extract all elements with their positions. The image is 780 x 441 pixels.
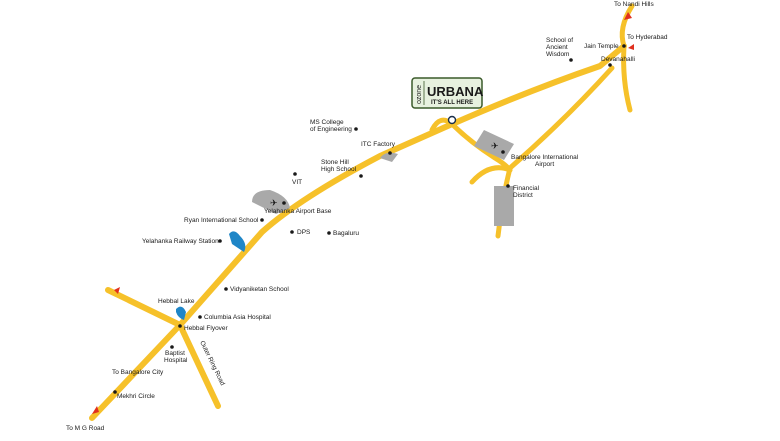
marker-jain-temple [622, 44, 626, 48]
hebbal-lake [176, 306, 186, 320]
arrow-nandi-icon [624, 12, 632, 20]
airport-plane-icon: ✈ [491, 142, 499, 152]
nandi-hills-road [619, 3, 635, 49]
label-yelahanka-base: Yelahanka Airport Base [264, 208, 332, 215]
yelahanka-lake [229, 231, 246, 252]
label-yelahanka-station: Yelahanka Railway Station [142, 238, 219, 245]
urbana-logo: ozone URBANA IT'S ALL HERE [411, 77, 484, 109]
marker-financial [506, 184, 510, 188]
label-jain-temple: Jain Temple [584, 43, 619, 50]
marker-baptist [170, 345, 174, 349]
label-bangalore-city: To Bangalore City [112, 369, 164, 376]
marker-dps [290, 230, 294, 234]
arrow-mgroad-icon [92, 406, 99, 414]
label-hebbal-lake: Hebbal Lake [158, 298, 195, 305]
marker-stone-hill [359, 174, 363, 178]
label-hebbal-flyover: Hebbal Flyover [184, 325, 229, 332]
marker-urbana [447, 115, 457, 125]
marker-itc [388, 151, 392, 155]
label-outer-ring: Outer Ring Road [198, 340, 226, 387]
label-ms-college-2: of Engineering [310, 126, 352, 133]
label-baptist-2: Hospital [164, 357, 188, 364]
label-itc: ITC Factory [361, 141, 396, 148]
marker-yelahanka-base [282, 201, 286, 205]
label-stone-hill-2: High School [321, 166, 357, 173]
place-labels: To Nandi Hills To Hyderabad Jain Temple … [66, 1, 668, 432]
financial-district-area [494, 186, 514, 226]
logo-box [411, 77, 483, 109]
marker-bagaluru [327, 231, 331, 235]
markers [113, 44, 626, 394]
itc-factory-area [380, 152, 398, 162]
yelahanka-plane-icon: ✈ [270, 199, 278, 209]
label-vit: VIT [292, 179, 302, 186]
airport-loop-road [429, 117, 513, 173]
label-school-ancient-2: Ancient [546, 44, 568, 51]
plane-icons: ✈ ✈ [270, 142, 499, 209]
label-dps: DPS [297, 229, 311, 236]
marker-columbia [198, 315, 202, 319]
label-mekhri: Mekhri Circle [117, 393, 155, 400]
yelahanka-airport-area [252, 190, 290, 214]
label-financial-2: District [513, 192, 533, 199]
label-hyderabad: To Hyderabad [627, 34, 668, 41]
arrow-bangalore-icon [114, 287, 120, 294]
direction-arrows [92, 12, 634, 414]
outer-ring-road [177, 322, 221, 409]
label-bia-1: Bangalore International [511, 154, 579, 161]
marker-yelahanka-station [218, 239, 222, 243]
label-nandi-hills: To Nandi Hills [614, 1, 654, 8]
label-devanahalli: Devanahalli [601, 56, 635, 63]
marker-ms-college [354, 127, 358, 131]
marker-mekhri [113, 390, 117, 394]
marker-bia [501, 150, 505, 154]
label-ryan: Ryan International School [184, 217, 259, 224]
label-mg-road: To M G Road [66, 425, 105, 432]
label-school-ancient-3: Wisdom [546, 51, 569, 58]
logo-vertical-text: ozone [416, 85, 423, 104]
marker-vit [293, 172, 297, 176]
label-school-ancient-1: School of [546, 37, 573, 44]
label-bia-2: Airport [535, 161, 554, 168]
label-stone-hill-1: Stone Hill [321, 159, 349, 166]
marker-school-ancient [569, 58, 573, 62]
logo-brand-text: URBANA [427, 84, 484, 99]
marker-hebbal-flyover [178, 324, 182, 328]
marker-ryan [260, 218, 264, 222]
label-bagaluru: Bagaluru [333, 230, 359, 237]
label-ms-college-1: MS College [310, 119, 344, 126]
arrow-hyderabad-icon [628, 44, 634, 50]
devanahalli-loop-road [621, 43, 633, 113]
logo-tagline-text: IT'S ALL HERE [431, 100, 473, 106]
airport-west-spur-road [469, 165, 513, 185]
label-financial-1: Financial [513, 185, 540, 192]
marker-devanahalli [608, 63, 612, 67]
label-columbia: Columbia Asia Hospital [204, 314, 271, 321]
marker-vidyaniketan [224, 287, 228, 291]
bangalore-city-road [105, 287, 183, 328]
airport-devanahalli-road [507, 65, 615, 171]
main-highway-road [89, 43, 627, 421]
label-baptist-1: Baptist [165, 350, 185, 357]
label-vidyaniketan: Vidyaniketan School [230, 286, 289, 293]
